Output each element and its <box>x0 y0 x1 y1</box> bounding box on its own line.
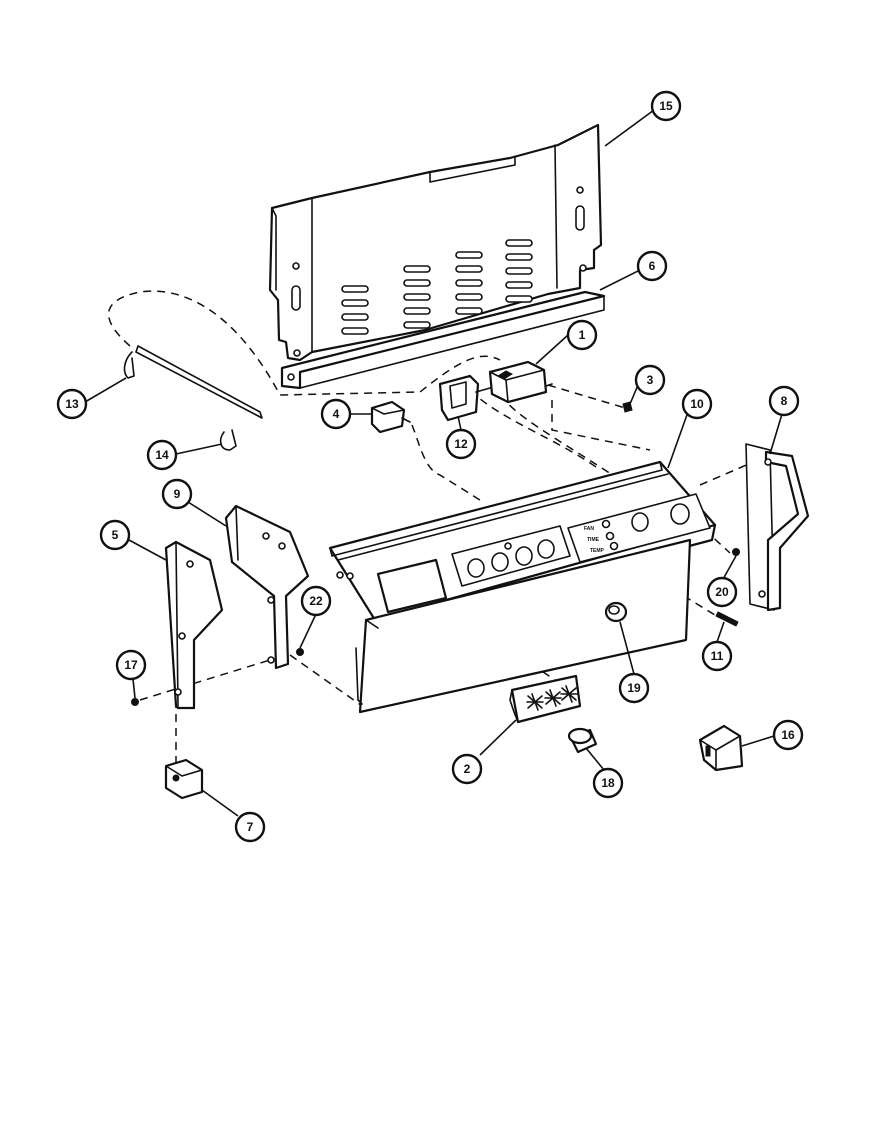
leader-lines <box>84 109 783 817</box>
vent-slots <box>341 239 533 335</box>
svg-text:12: 12 <box>454 437 468 451</box>
svg-text:9: 9 <box>174 487 181 501</box>
svg-text:6: 6 <box>649 259 656 273</box>
svg-text:18: 18 <box>601 776 615 790</box>
left-inner-bracket <box>224 504 310 670</box>
svg-text:16: 16 <box>781 728 795 742</box>
callout-4: 4 <box>320 398 352 430</box>
control-panel: FAN TIME TEMP <box>328 460 717 714</box>
svg-text:1: 1 <box>579 328 586 342</box>
small-screws <box>131 548 740 706</box>
svg-text:3: 3 <box>647 373 654 387</box>
rear-cover-panel <box>268 123 603 362</box>
indicator-label-fan: FAN <box>584 526 594 532</box>
callout-14: 14 <box>146 439 178 471</box>
callout-17: 17 <box>115 649 147 681</box>
left-side-panel <box>164 540 224 710</box>
callout-2: 2 <box>451 753 483 785</box>
svg-text:11: 11 <box>711 649 724 663</box>
clip-7 <box>164 758 204 800</box>
right-side-bracket <box>745 443 810 612</box>
timer-module <box>370 400 411 434</box>
svg-text:20: 20 <box>715 585 729 599</box>
svg-text:7: 7 <box>247 820 254 834</box>
svg-text:17: 17 <box>124 658 138 672</box>
callout-10: 10 <box>681 388 713 420</box>
svg-text:15: 15 <box>659 99 673 113</box>
svg-text:22: 22 <box>309 594 323 608</box>
callout-15: 15 <box>650 90 682 122</box>
callout-20: 20 <box>706 576 738 608</box>
knob-19 <box>604 601 628 623</box>
callout-3: 3 <box>634 364 666 396</box>
callout-18: 18 <box>592 767 624 799</box>
switch-block <box>488 360 553 404</box>
selector-switch <box>438 374 491 422</box>
indicator-label-temp: TEMP <box>590 548 605 554</box>
callout-13: 13 <box>56 388 88 420</box>
callout-22: 22 <box>300 585 332 617</box>
indicator-label-time: TIME <box>587 537 600 543</box>
overlay-plate <box>509 674 582 724</box>
svg-text:4: 4 <box>333 407 340 421</box>
callout-1: 1 <box>566 319 598 351</box>
callout-12: 12 <box>445 428 477 460</box>
callout-5: 5 <box>99 519 131 551</box>
screw-3 <box>622 401 633 413</box>
svg-text:8: 8 <box>781 394 788 408</box>
callout-11: 11 <box>701 640 733 672</box>
callout-7: 7 <box>234 811 266 843</box>
svg-text:13: 13 <box>65 397 79 411</box>
callout-16: 16 <box>772 719 804 751</box>
rod-assembly <box>123 345 263 451</box>
svg-text:14: 14 <box>155 448 169 462</box>
callout-9: 9 <box>161 478 193 510</box>
callout-6-top: 6 <box>636 250 668 282</box>
svg-text:2: 2 <box>464 762 471 776</box>
svg-text:5: 5 <box>112 528 119 542</box>
callout-19: 19 <box>618 672 650 704</box>
knob-18 <box>567 727 598 754</box>
svg-text:19: 19 <box>627 681 641 695</box>
mounting-channel <box>280 290 606 390</box>
callout-8: 8 <box>768 385 800 417</box>
relay-16 <box>698 724 744 772</box>
svg-text:10: 10 <box>690 397 704 411</box>
